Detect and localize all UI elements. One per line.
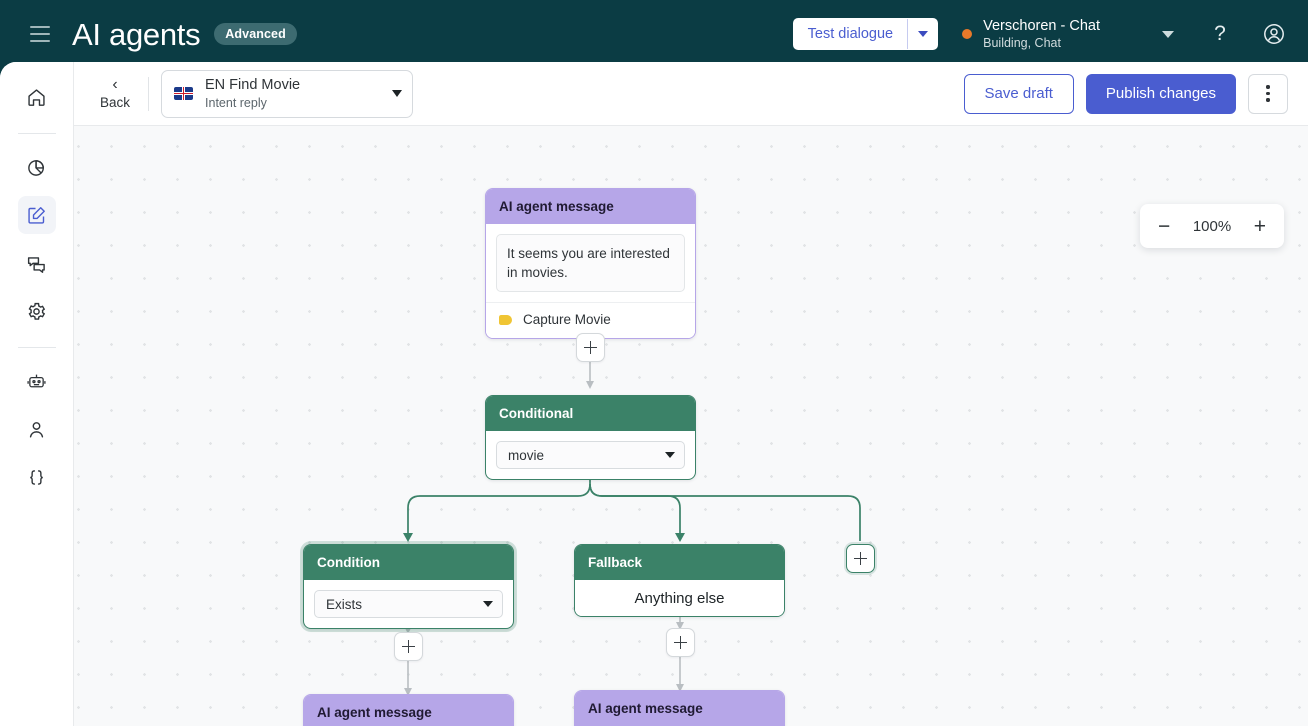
workspace-chevron-down-icon[interactable] — [1162, 30, 1174, 38]
conditional-variable-value: movie — [508, 447, 545, 463]
message-text[interactable]: It seems you are interested in movies. — [496, 234, 685, 293]
page-container: ‹ Back EN Find Movie Intent reply Save d… — [0, 62, 1308, 726]
add-branch-button[interactable] — [846, 544, 875, 573]
test-dialogue-button[interactable]: Test dialogue — [793, 19, 908, 49]
capture-entity-label: Capture Movie — [523, 312, 611, 328]
conditional-variable-select[interactable]: movie — [496, 441, 685, 469]
node-body: movie — [486, 441, 695, 469]
chevron-left-icon: ‹ — [112, 76, 118, 93]
sidebar-item-bots[interactable] — [18, 362, 56, 400]
capture-entity-row[interactable]: Capture Movie — [486, 302, 695, 338]
zoom-level: 100% — [1192, 217, 1232, 235]
node-header: Fallback — [575, 545, 784, 580]
back-button[interactable]: ‹ Back — [90, 76, 140, 111]
entity-tag-icon — [499, 314, 512, 325]
hamburger-icon[interactable] — [30, 26, 50, 42]
sub-header: ‹ Back EN Find Movie Intent reply Save d… — [74, 62, 1308, 126]
node-fallback[interactable]: Fallback Anything else — [574, 544, 785, 617]
workspace-selector[interactable]: Verschoren - Chat Building, Chat — [962, 17, 1100, 52]
sidebar-divider-1 — [17, 133, 56, 134]
workspace-status: Building, Chat — [983, 36, 1061, 51]
more-options-icon[interactable] — [1248, 73, 1288, 114]
save-draft-button[interactable]: Save draft — [963, 73, 1074, 114]
sidebar-item-conversations[interactable] — [18, 244, 56, 282]
help-icon[interactable]: ? — [1214, 22, 1226, 45]
add-node-button-fallback[interactable] — [666, 628, 695, 657]
intent-selector[interactable]: EN Find Movie Intent reply — [161, 69, 414, 118]
condition-operator-select[interactable]: Exists — [314, 590, 503, 618]
node-header: Conditional — [486, 396, 695, 431]
chevron-down-icon — [392, 90, 403, 97]
top-header: AI agents Advanced Test dialogue Verscho… — [0, 0, 1308, 68]
node-body: It seems you are interested in movies. C… — [486, 234, 695, 339]
sidebar-item-settings[interactable] — [18, 292, 56, 330]
sidebar-item-code[interactable] — [18, 458, 56, 496]
node-header: Condition — [304, 545, 513, 580]
left-sidebar — [0, 62, 74, 726]
sidebar-item-analytics[interactable] — [18, 148, 56, 186]
back-label: Back — [100, 95, 131, 110]
sub-header-actions: Save draft Publish changes — [963, 73, 1288, 114]
node-conditional[interactable]: Conditional movie — [485, 395, 696, 480]
publish-changes-button[interactable]: Publish changes — [1085, 73, 1236, 114]
flow-graph: AI agent message It seems you are intere… — [74, 126, 1308, 726]
condition-operator-value: Exists — [326, 596, 363, 612]
fallback-value: Anything else — [575, 580, 784, 616]
node-ai-agent-message-right[interactable]: AI agent message Which movie would you l… — [574, 690, 785, 726]
sidebar-item-build[interactable] — [17, 196, 56, 234]
node-header: AI agent message — [486, 189, 695, 224]
sidebar-divider-2 — [17, 347, 56, 348]
page-title: AI agents — [72, 16, 201, 52]
sidebar-item-home[interactable] — [18, 78, 56, 116]
node-header: AI agent message — [304, 695, 513, 726]
test-dialogue-dropdown-button[interactable] — [907, 19, 938, 49]
chevron-down-icon — [483, 601, 493, 607]
node-header: AI agent message — [575, 691, 784, 726]
node-ai-agent-message-left[interactable]: AI agent message Let me find some info o… — [303, 694, 514, 726]
chevron-down-icon — [665, 452, 675, 458]
intent-name: EN Find Movie — [205, 76, 301, 93]
chevron-down-icon — [917, 31, 928, 37]
plan-badge: Advanced — [214, 23, 297, 45]
node-ai-agent-message-top[interactable]: AI agent message It seems you are intere… — [485, 188, 696, 340]
gb-flag-icon — [174, 87, 194, 100]
status-dot-icon — [962, 28, 973, 39]
flow-canvas[interactable]: − 100% + — [74, 126, 1308, 726]
avatar-icon[interactable] — [1262, 22, 1286, 46]
zoom-control: − 100% + — [1140, 204, 1284, 248]
header-divider — [148, 76, 150, 111]
header-actions: Test dialogue Verschoren - Chat Building… — [792, 0, 1308, 68]
add-node-button-condition[interactable] — [394, 632, 423, 661]
workspace-name: Verschoren - Chat — [983, 17, 1100, 34]
add-node-button-top[interactable] — [576, 333, 605, 362]
node-body: Exists — [304, 590, 513, 618]
node-condition[interactable]: Condition Exists — [303, 544, 514, 629]
zoom-in-button[interactable]: + — [1253, 214, 1266, 238]
test-dialogue-group: Test dialogue — [792, 18, 939, 50]
zoom-out-button[interactable]: − — [1158, 214, 1171, 238]
sidebar-item-users[interactable] — [18, 410, 56, 448]
intent-type: Intent reply — [205, 95, 267, 110]
